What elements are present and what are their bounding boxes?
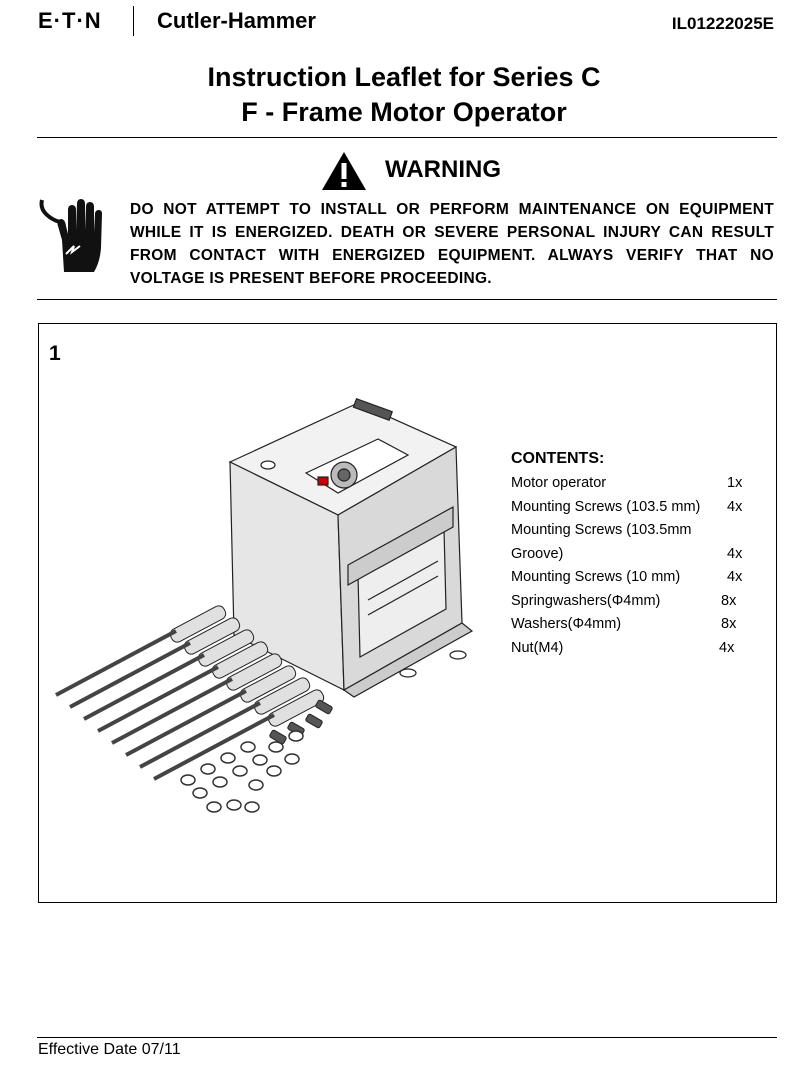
item-qty: 4x [727,498,743,515]
title-divider [37,137,777,138]
item-label: Motor operator [511,475,607,491]
document-id: IL01222025E [671,14,774,33]
title-line-2: F - Frame Motor Operator [241,97,567,127]
step-number: 1 [49,342,61,365]
effective-date: Effective Date 07/11 [38,1041,181,1058]
warning-triangle-icon [322,152,366,190]
motor-operator-illustration [55,397,474,813]
list-item: Springwashers(Φ4mm) 8x [511,590,751,614]
list-item: Mounting Screws (103.5mm [511,519,751,543]
contents-list: Motor operator 1x Mounting Screws (103.5… [511,472,751,660]
item-qty: 4x [727,569,743,585]
item-qty: 4x [719,639,735,656]
list-item: Groove) 4x [511,543,751,567]
logo-divider [133,6,134,36]
item-qty: 1x [727,475,743,491]
item-label: Mounting Screws (103.5 mm) [511,498,701,515]
step-box [38,323,777,903]
contents-heading: CONTENTS: [511,450,605,467]
list-item: Mounting Screws (103.5 mm) 4x [511,496,751,520]
item-label: Mounting Screws (10 mm) [511,569,681,585]
page-title: Instruction Leaflet for Series C F - Fra… [0,60,808,130]
item-label: Springwashers(Φ4mm) [511,592,661,609]
item-qty: 8x [721,592,737,609]
list-item: Nut(M4) 4x [511,637,751,661]
footer-divider [37,1037,777,1038]
eaton-logo: E·T·N [38,8,102,33]
item-label: Nut(M4) [511,639,564,656]
title-line-1: Instruction Leaflet for Series C [207,62,601,92]
item-label: Groove) [511,545,564,562]
list-item: Washers(Φ4mm) 8x [511,613,751,637]
warning-heading: WARNING [385,156,501,183]
list-item: Mounting Screws (10 mm) 4x [511,566,751,590]
item-label: Washers(Φ4mm) [511,616,622,632]
item-qty: 4x [727,545,743,562]
electric-hand-hazard-icon [39,199,102,272]
list-item: Motor operator 1x [511,472,751,496]
warning-divider [37,299,777,300]
item-qty: 8x [721,616,737,632]
item-label: Mounting Screws (103.5mm [511,522,692,538]
cutler-hammer-logo: Cutler-Hammer [157,8,316,33]
warning-text: DO NOT ATTEMPT TO INSTALL OR PERFORM MAI… [130,201,774,287]
